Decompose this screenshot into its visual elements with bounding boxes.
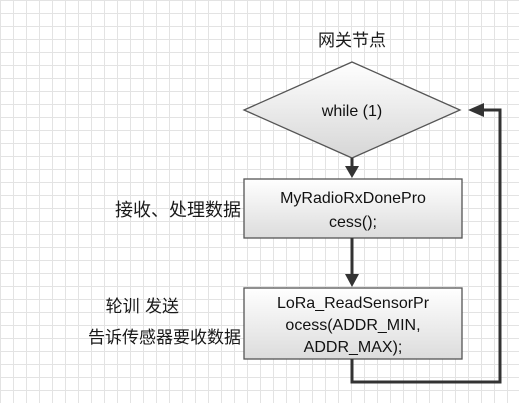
process-rx-box <box>243 178 463 239</box>
rx-annotation: 接收、处理数据 <box>115 200 241 221</box>
arrowhead-left-icon <box>468 103 484 117</box>
process-read-line3: ADDR_MAX); <box>304 339 403 356</box>
loop-decision-label: while (1) <box>321 103 382 120</box>
process-rx-line2: cess(); <box>329 214 377 231</box>
process-read-line1: LoRa_ReadSensorPr <box>277 295 430 312</box>
process-rx-line1: MyRadioRxDonePro <box>280 190 426 207</box>
diagram-title: 网关节点 <box>318 31 386 51</box>
process-read-box <box>243 287 463 360</box>
read-annotation-line1: 轮训 发送 <box>106 297 179 317</box>
loop-back-connector <box>350 108 502 384</box>
arrowhead-down-icon <box>345 274 359 287</box>
read-annotation-line2: 告诉传感器要收数据 <box>88 328 241 348</box>
process-read-line2: ocess(ADDR_MIN, <box>285 317 420 334</box>
arrowhead-down-icon <box>345 166 359 178</box>
